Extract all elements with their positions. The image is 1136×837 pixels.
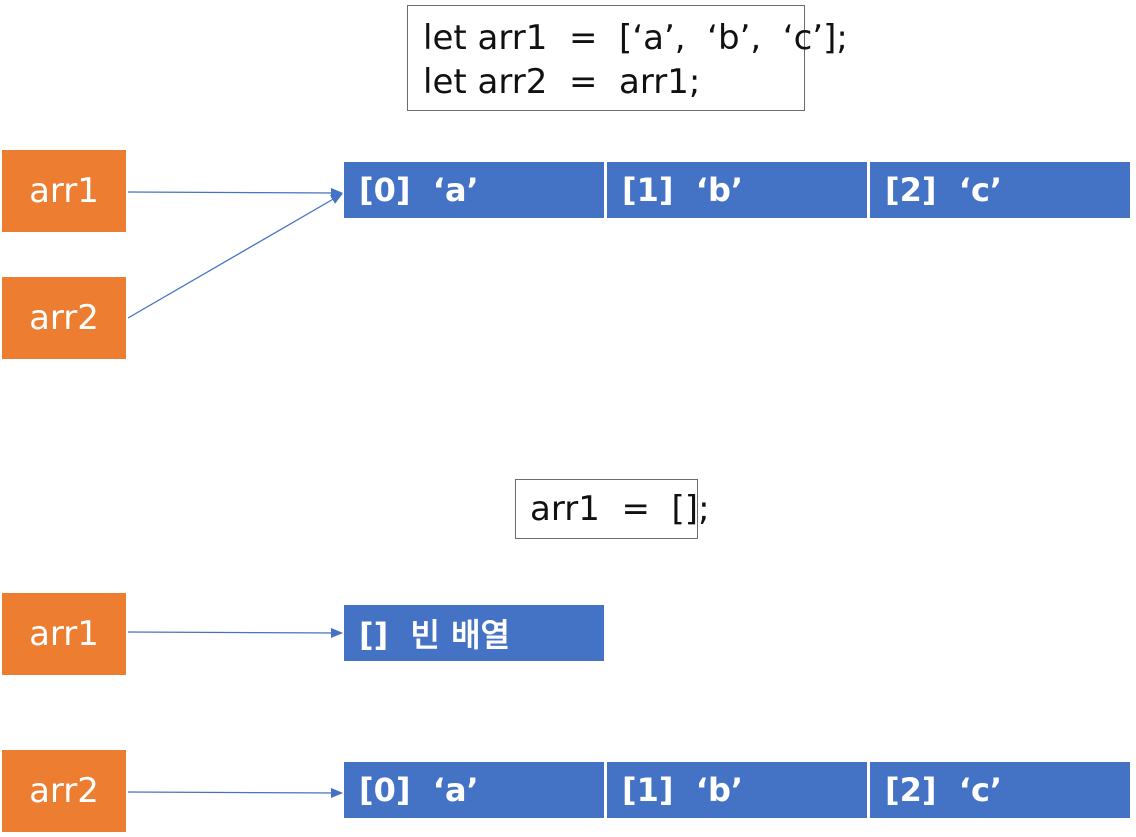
- shared-array: [0] ‘a’ [1] ‘b’ [2] ‘c’: [344, 162, 1130, 218]
- variable-arr2: arr2: [2, 277, 126, 359]
- empty-array: [] 빈 배열: [344, 605, 604, 661]
- variable-arr1-after: arr1: [2, 593, 126, 675]
- array-cell: [1] ‘b’: [607, 762, 867, 818]
- array-cell: [2] ‘c’: [870, 762, 1130, 818]
- original-array: [0] ‘a’ [1] ‘b’ [2] ‘c’: [344, 762, 1130, 818]
- array-cell: [1] ‘b’: [607, 162, 867, 218]
- code-box-initial: let arr1 = [‘a’, ‘b’, ‘c’]; let arr2 = a…: [407, 5, 848, 111]
- arrow-arr1-to-array: [127, 187, 343, 198]
- code-line: arr1 = [];: [530, 489, 710, 529]
- code-line: let arr1 = [‘a’, ‘b’, ‘c’];: [423, 18, 848, 58]
- arrow-arr1-to-empty-array: [127, 627, 343, 638]
- code-box-reassign: arr1 = [];: [515, 479, 710, 539]
- array-cell-empty: [] 빈 배열: [344, 605, 604, 661]
- array-cell: [2] ‘c’: [870, 162, 1130, 218]
- code-line: let arr2 = arr1;: [423, 62, 701, 102]
- arrow-arr2-to-array: [127, 193, 343, 319]
- variable-arr1: arr1: [2, 150, 126, 232]
- array-cell: [0] ‘a’: [344, 762, 604, 818]
- arrow-arr2-to-original-array: [127, 787, 343, 798]
- array-cell: [0] ‘a’: [344, 162, 604, 218]
- variable-arr2-after: arr2: [2, 750, 126, 832]
